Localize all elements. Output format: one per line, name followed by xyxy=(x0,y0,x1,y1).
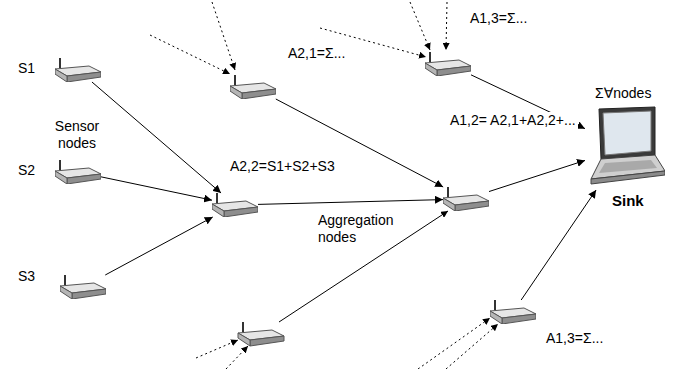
laptop-icon xyxy=(585,105,665,190)
node-label: A1,3=Σ... xyxy=(470,10,527,27)
node-label: A1,2= A2,1+A2,2+... xyxy=(448,112,578,129)
link-arrow xyxy=(258,200,443,205)
device-icon xyxy=(425,52,471,76)
device-icon xyxy=(443,187,489,211)
link-arrow xyxy=(521,190,596,300)
link-line xyxy=(279,211,448,322)
sink-node: Σ∀nodesSink xyxy=(585,105,665,190)
link-arrow xyxy=(92,82,221,193)
node-label: S1 xyxy=(18,60,35,77)
aggregation-node: A1,3=Σ... xyxy=(490,300,536,324)
node-label: A2,2=S1+S2+S3 xyxy=(230,158,335,175)
device-icon xyxy=(60,275,106,299)
aggregation-node: A2,2=S1+S2+S3 xyxy=(212,193,258,217)
aggregation-node: A2,1=Σ... xyxy=(230,75,276,99)
node-label: S3 xyxy=(18,268,35,285)
device-icon xyxy=(230,75,276,99)
link-arrow xyxy=(105,217,213,275)
node-label: S2 xyxy=(18,162,35,179)
aggregation-node: A1,3=Σ... xyxy=(425,52,471,76)
link-arrow xyxy=(101,177,212,200)
sensor-node: S1 xyxy=(55,58,101,82)
group-label: Sensor nodes xyxy=(40,118,114,152)
sensor-node: S2 xyxy=(55,160,101,184)
aggregation-device-icon xyxy=(238,322,284,346)
sensor-node: S3 xyxy=(60,275,106,299)
device-icon xyxy=(490,300,536,324)
link-arrow xyxy=(489,160,585,191)
node-label: A1,3=Σ... xyxy=(546,330,603,347)
device-icon xyxy=(55,160,101,184)
incoming-dotted-links xyxy=(150,2,498,369)
sink-label: Sink xyxy=(612,192,644,209)
sink-formula: Σ∀nodes xyxy=(595,85,651,102)
device-icon xyxy=(212,193,258,217)
group-label: Aggregation nodes xyxy=(318,212,418,246)
node-label: A2,1=Σ... xyxy=(288,45,345,62)
aggregation-node: A1,2= A2,1+A2,2+... xyxy=(443,187,489,211)
device-icon xyxy=(55,58,101,82)
